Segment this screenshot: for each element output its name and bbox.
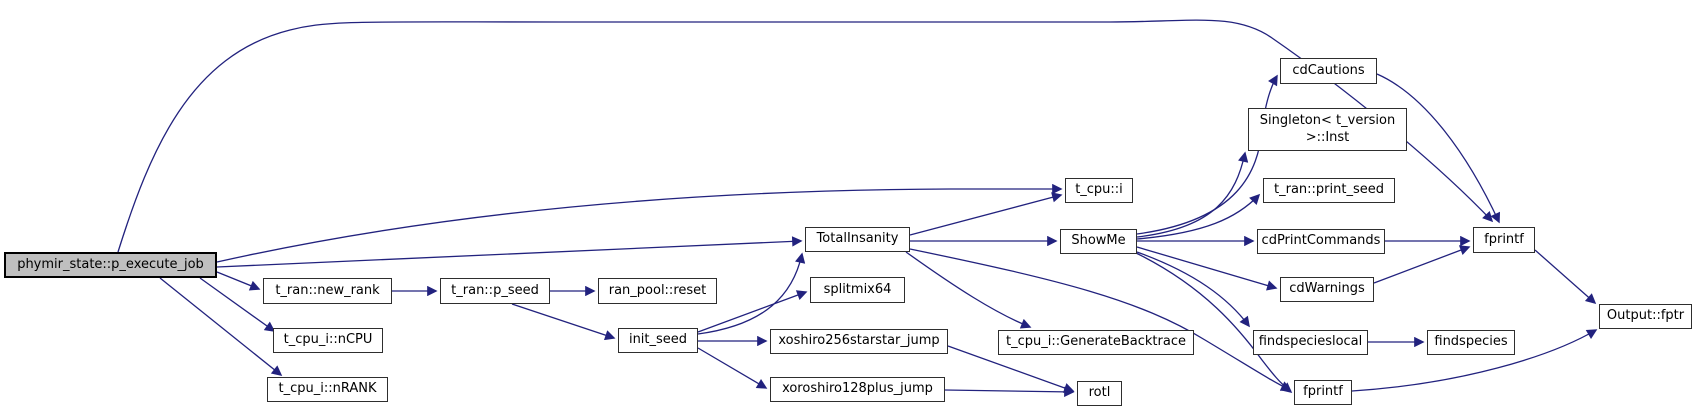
graph-node-label-ran-pool-reset: ran_pool::reset	[608, 282, 707, 298]
graph-node-label-print-seed: t_ran::print_seed	[1274, 182, 1384, 198]
graph-node-x256-jump[interactable]: xoshiro256starstar_jump	[770, 329, 948, 354]
graph-node-label-cd-warnings: cdWarnings	[1289, 281, 1365, 297]
graph-node-p-seed[interactable]: t_ran::p_seed	[440, 278, 550, 304]
edge-show-me-to-singleton-inst	[1136, 151, 1249, 238]
graph-node-label-findspecieslocal: findspecieslocal	[1258, 334, 1363, 350]
graph-node-label-splitmix64: splitmix64	[823, 281, 892, 297]
edge-p-execute-job-to-nrank	[159, 277, 283, 376]
graph-node-print-seed[interactable]: t_ran::print_seed	[1263, 178, 1395, 203]
graph-node-label-output-fptr: Output::fptr	[1606, 308, 1685, 324]
graph-node-label-cd-print-commands: cdPrintCommands	[1261, 233, 1381, 249]
graph-node-label-t-cpu-i: t_cpu::i	[1075, 182, 1123, 198]
edge-x256-jump-to-rotl	[947, 345, 1075, 393]
graph-node-label-init-seed: init_seed	[628, 332, 688, 348]
graph-node-label-rotl: rotl	[1088, 385, 1111, 401]
edge-total-insanity-to-backtrace	[905, 251, 1032, 329]
graph-node-label-x256-jump: xoshiro256starstar_jump	[778, 333, 940, 349]
edge-show-me-to-cd-warnings	[1136, 246, 1278, 291]
edge-total-insanity-to-t-cpu-i	[909, 192, 1063, 236]
edge-total-insanity-to-fprintf-bottom	[909, 248, 1292, 391]
graph-node-cd-warnings[interactable]: cdWarnings	[1280, 277, 1374, 302]
graph-node-label-findspecies: findspecies	[1434, 334, 1508, 350]
edge-show-me-to-fprintf-bottom	[1135, 252, 1293, 393]
graph-node-nrank[interactable]: t_cpu_i::nRANK	[267, 377, 388, 402]
graph-node-label-backtrace: t_cpu_i::GenerateBacktrace	[1006, 334, 1186, 350]
graph-node-cd-print-commands[interactable]: cdPrintCommands	[1257, 229, 1385, 254]
edge-fprintf-bottom-to-output-fptr	[1351, 329, 1598, 392]
edge-init-seed-to-splitmix64	[697, 290, 808, 333]
edge-p-seed-to-init-seed	[511, 303, 616, 341]
graph-node-total-insanity[interactable]: TotalInsanity	[805, 227, 910, 252]
graph-node-output-fptr[interactable]: Output::fptr	[1599, 304, 1692, 329]
edge-p-execute-job-to-t-cpu-i	[216, 183, 1063, 263]
graph-node-fprintf-bottom[interactable]: fprintf	[1294, 380, 1352, 405]
graph-node-rotl[interactable]: rotl	[1077, 381, 1122, 406]
graph-node-label-singleton-inst: Singleton< t_version >::Inst	[1259, 113, 1396, 145]
graph-node-ran-pool-reset[interactable]: ran_pool::reset	[598, 278, 717, 304]
edge-cd-cautions-to-fprintf-top	[1376, 73, 1501, 224]
graph-node-label-new-rank: t_ran::new_rank	[275, 282, 380, 298]
edge-fprintf-top-to-output-fptr	[1534, 249, 1597, 305]
graph-node-new-rank[interactable]: t_ran::new_rank	[263, 278, 392, 304]
graph-node-cd-cautions[interactable]: cdCautions	[1280, 58, 1377, 84]
edge-p-execute-job-to-new-rank	[216, 271, 261, 291]
graph-node-p-execute-job[interactable]: phymir_state::p_execute_job	[4, 252, 217, 278]
graph-node-label-fprintf-top: fprintf	[1484, 231, 1524, 247]
edge-x128-jump-to-rotl	[944, 386, 1075, 398]
edge-show-me-to-findspecieslocal	[1136, 251, 1250, 328]
graph-node-init-seed[interactable]: init_seed	[618, 328, 698, 353]
graph-node-singleton-inst[interactable]: Singleton< t_version >::Inst	[1248, 108, 1407, 151]
graph-node-label-show-me: ShowMe	[1071, 233, 1126, 249]
graph-node-ncpu[interactable]: t_cpu_i::nCPU	[273, 328, 383, 353]
graph-node-label-cd-cautions: cdCautions	[1292, 62, 1365, 78]
edge-cd-warnings-to-fprintf-top	[1373, 245, 1471, 284]
edge-init-seed-to-x128-jump	[697, 347, 768, 389]
graph-node-fprintf-top[interactable]: fprintf	[1473, 227, 1535, 253]
graph-node-findspecies[interactable]: findspecies	[1427, 330, 1515, 355]
graph-node-findspecieslocal[interactable]: findspecieslocal	[1253, 330, 1368, 355]
edge-init-seed-to-total-insanity	[697, 252, 806, 335]
edge-show-me-to-print-seed	[1136, 193, 1261, 240]
graph-node-label-x128-jump: xoroshiro128plus_jump	[782, 381, 933, 397]
edge-p-execute-job-to-fprintf-top	[117, 19, 1494, 253]
edge-show-me-to-cd-cautions	[1136, 74, 1278, 235]
graph-node-backtrace[interactable]: t_cpu_i::GenerateBacktrace	[998, 330, 1194, 355]
edge-p-execute-job-to-total-insanity	[216, 236, 803, 268]
graph-node-label-p-execute-job: phymir_state::p_execute_job	[17, 256, 204, 272]
graph-node-label-total-insanity: TotalInsanity	[816, 231, 899, 247]
graph-node-label-ncpu: t_cpu_i::nCPU	[283, 332, 373, 348]
graph-node-label-p-seed: t_ran::p_seed	[451, 282, 539, 298]
graph-node-label-nrank: t_cpu_i::nRANK	[278, 381, 377, 397]
graph-node-t-cpu-i[interactable]: t_cpu::i	[1065, 178, 1133, 203]
graph-node-x128-jump[interactable]: xoroshiro128plus_jump	[770, 377, 945, 402]
graph-node-splitmix64[interactable]: splitmix64	[810, 277, 905, 303]
graph-node-label-fprintf-bottom: fprintf	[1303, 384, 1343, 400]
graph-node-show-me[interactable]: ShowMe	[1060, 229, 1137, 254]
edge-p-execute-job-to-ncpu	[199, 277, 276, 332]
